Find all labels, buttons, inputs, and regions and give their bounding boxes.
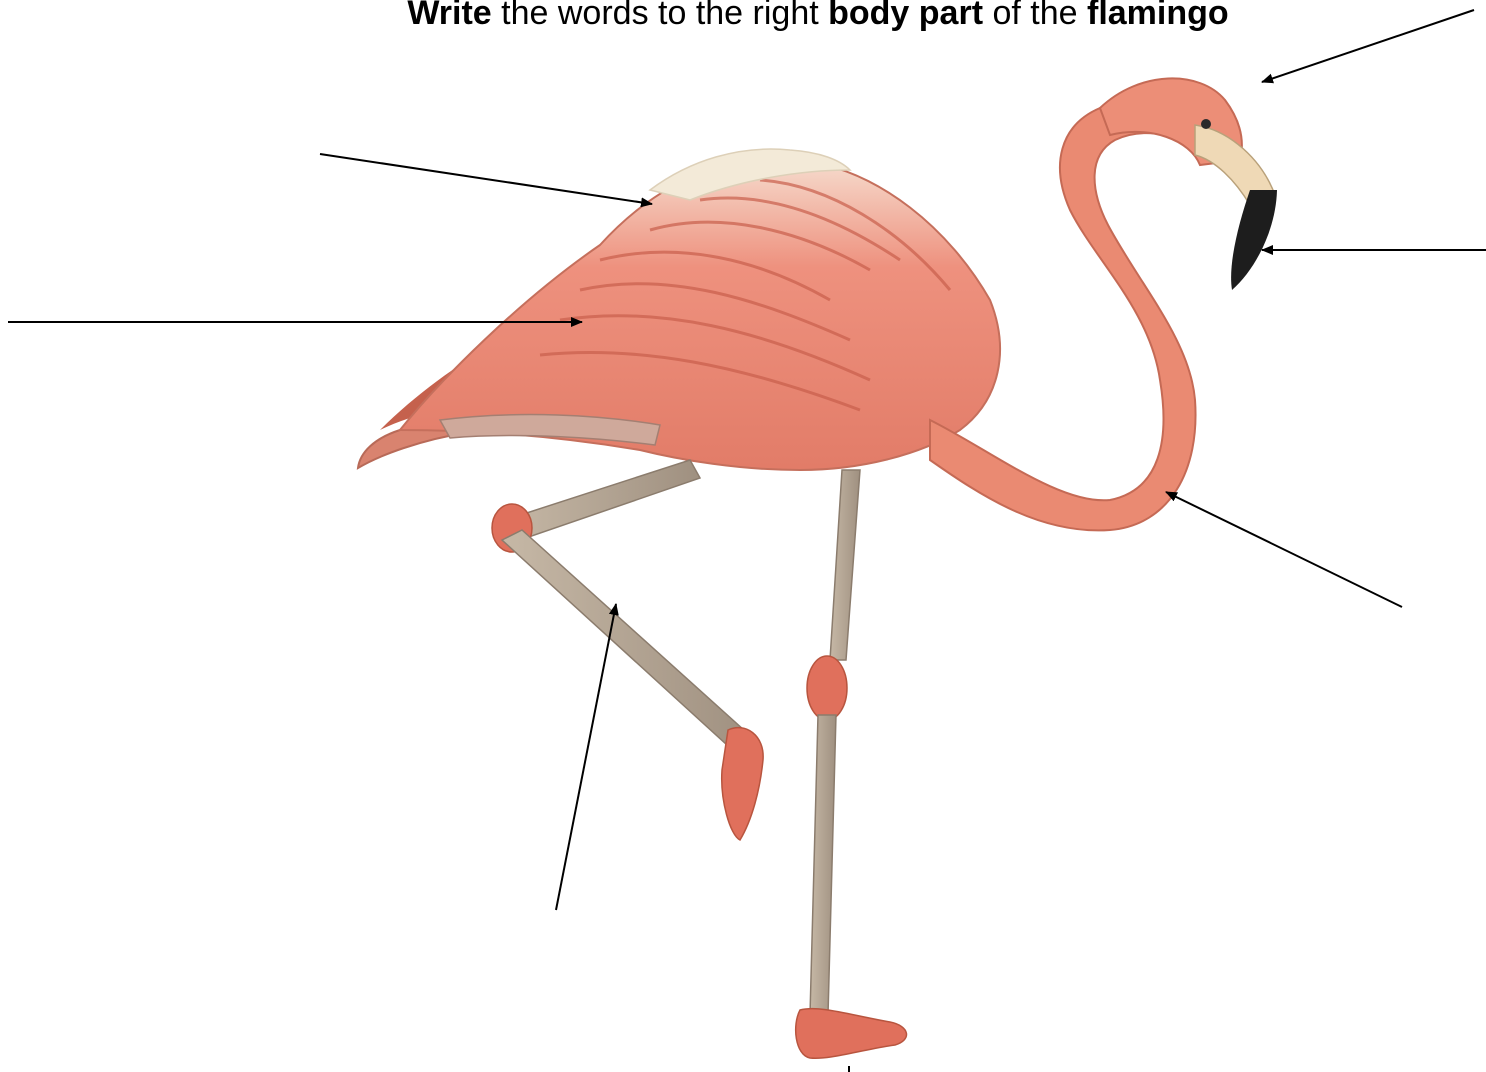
flamingo-folded-foot xyxy=(722,728,763,840)
flamingo-standing-knee xyxy=(807,656,847,720)
pointer-arrow-leg xyxy=(556,604,616,910)
pointer-arrow-feathers xyxy=(320,154,652,204)
flamingo-foot xyxy=(796,1009,907,1059)
flamingo-eye xyxy=(1201,119,1211,129)
pointer-arrow-head xyxy=(1262,10,1474,82)
flamingo-standing-leg-lower xyxy=(810,715,836,1015)
flamingo-standing-leg-upper xyxy=(830,470,860,660)
flamingo-raised-leg-thigh xyxy=(505,460,700,540)
flamingo-raised-leg-shin xyxy=(502,530,755,755)
flamingo-illustration xyxy=(358,78,1277,1058)
pointer-arrow-neck xyxy=(1166,492,1402,607)
flamingo-beak-tip xyxy=(1231,190,1277,290)
